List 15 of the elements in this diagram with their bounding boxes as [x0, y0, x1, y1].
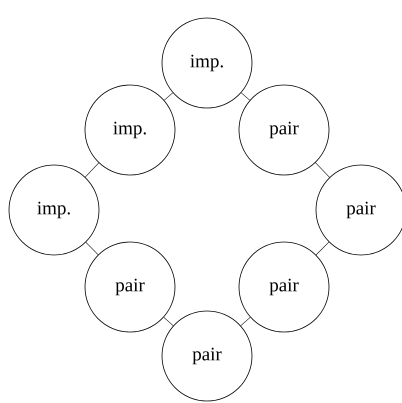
connector-line	[84, 162, 100, 178]
connector-line	[240, 317, 250, 326]
circle-node: imp.	[162, 18, 252, 108]
circle-node: pair	[84, 242, 176, 332]
connector-line	[86, 242, 98, 255]
circle-node: pair	[238, 242, 330, 332]
connector-line	[164, 92, 174, 100]
circle-node: pair	[238, 84, 330, 176]
connector-line	[164, 317, 174, 326]
connector-line	[316, 242, 330, 256]
connector-line	[315, 162, 330, 178]
circle-node: imp.	[84, 84, 176, 176]
circle-node: imp.	[8, 164, 100, 256]
circle-node: pair	[162, 310, 252, 402]
connector-line	[240, 92, 250, 100]
